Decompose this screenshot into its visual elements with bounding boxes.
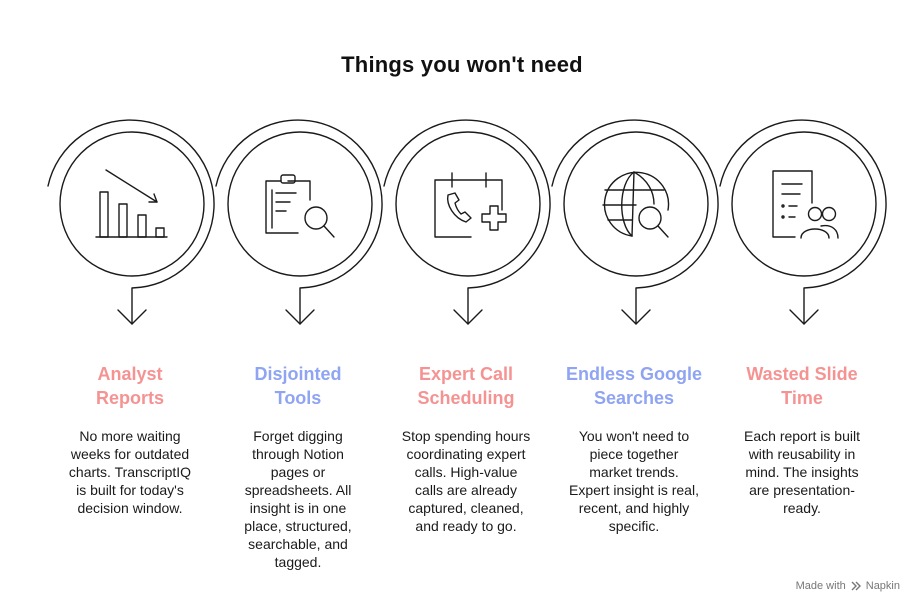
step-heading: Wasted Slide Time (746, 364, 858, 408)
footer-attribution: Made with Napkin (796, 580, 900, 592)
made-with-label: Made with (795, 580, 846, 592)
step-heading: Endless Google Searches (565, 364, 703, 408)
declining-bar-chart-icon (95, 169, 168, 238)
step-heading: Analyst Reports (95, 364, 164, 408)
report-team-icon (772, 170, 839, 239)
clipboard-search-icon (265, 174, 335, 238)
napkin-brand-label: Napkin (865, 580, 900, 592)
step-endless-google-searches: Endless Google Searches You won't need t… (559, 362, 709, 535)
step-4-circle (551, 119, 719, 325)
step-5-circle (719, 119, 887, 325)
step-heading: Disjointed Tools (254, 364, 342, 408)
step-heading: Expert Call Scheduling (417, 364, 515, 408)
step-expert-call-scheduling: Expert Call Scheduling Stop spending hou… (391, 362, 541, 535)
step-2-circle (215, 119, 383, 325)
step-3-circle (383, 119, 551, 325)
napkin-logo-icon (851, 581, 861, 591)
step-1-circle (47, 119, 215, 325)
globe-search-icon (602, 171, 670, 238)
calendar-phone-icon (434, 172, 507, 238)
page-title: Things you won't need (341, 52, 583, 77)
